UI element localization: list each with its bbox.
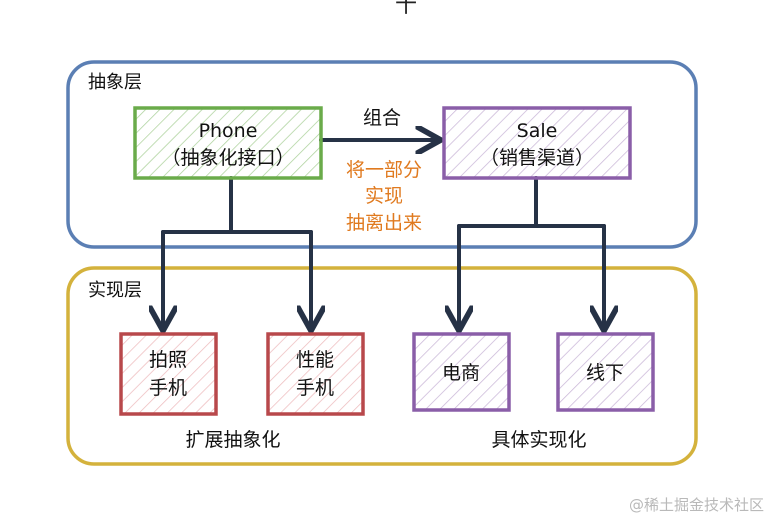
impl-layer-container xyxy=(66,266,698,466)
offline-label: 线下 xyxy=(586,362,624,384)
note-line-3: 抽离出来 xyxy=(346,212,422,234)
abstract-layer-container xyxy=(66,60,698,249)
extraction-note: 将一部分 实现 抽离出来 xyxy=(346,159,422,234)
impl-layer-label: 实现层 xyxy=(88,280,142,301)
combine-label: 组合 xyxy=(363,107,401,129)
camera-phone-line-2: 手机 xyxy=(149,377,187,399)
ecommerce-label: 电商 xyxy=(442,362,480,384)
connectors xyxy=(163,140,604,328)
watermark: @稀土掘金技术社区 xyxy=(629,496,764,514)
extended-abstraction-label: 扩展抽象化 xyxy=(185,429,280,451)
note-line-2: 实现 xyxy=(365,185,403,207)
phone-abstraction-box: Phone （抽象化接口） xyxy=(133,106,323,180)
performance-phone-line-2: 手机 xyxy=(296,377,334,399)
ecommerce-box: 电商 xyxy=(412,332,511,412)
performance-phone-box: 性能 手机 xyxy=(266,332,365,416)
sale-box-title: Sale xyxy=(517,120,558,142)
phone-box-subtitle: （抽象化接口） xyxy=(161,147,294,169)
phone-box-title: Phone xyxy=(199,120,258,142)
concrete-implementation-label: 具体实现化 xyxy=(491,429,586,451)
note-line-1: 将一部分 xyxy=(346,159,422,181)
camera-phone-line-1: 拍照 xyxy=(149,349,187,371)
sale-box-subtitle: （销售渠道） xyxy=(480,147,594,169)
sale-channel-box: Sale （销售渠道） xyxy=(442,106,632,180)
performance-phone-line-1: 性能 xyxy=(296,349,334,371)
camera-phone-box: 拍照 手机 xyxy=(119,332,218,416)
top-mark: 十 xyxy=(395,0,417,18)
offline-box: 线下 xyxy=(556,332,655,412)
abstract-layer-label: 抽象层 xyxy=(88,72,142,93)
